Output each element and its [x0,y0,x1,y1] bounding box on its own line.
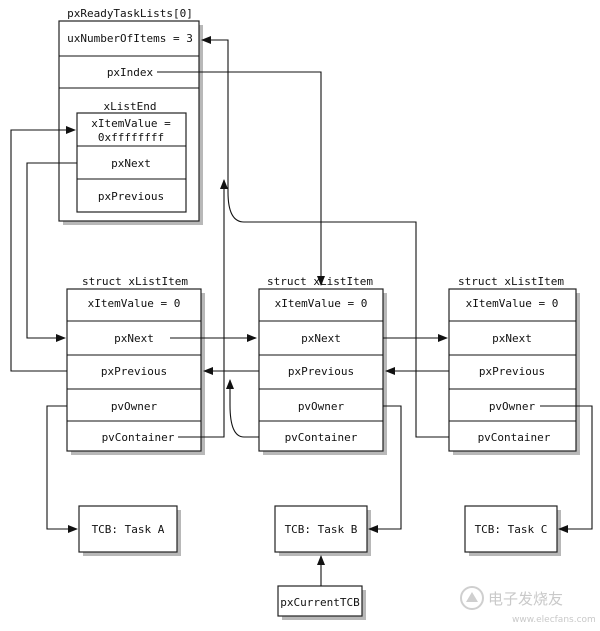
list-end: xItemValue = 0xffffffff pxNext pxPreviou… [76,112,187,213]
list-item-c: struct xListItem xItemValue = 0 pxNext p… [448,275,580,455]
list-item-b-owner: pvOwner [298,400,345,413]
list-item-b-next: pxNext [301,332,341,345]
list-item-c-next: pxNext [492,332,532,345]
watermark-logo-mark [466,592,478,602]
list-item-b-previous: pxPrevious [288,365,354,378]
item-a-owner-arrow [46,405,78,533]
px-current-tcb: pxCurrentTCB [277,585,366,620]
tcb-task-c-label: TCB: Task C [475,523,548,536]
list-item-b-container: pvContainer [285,431,358,444]
list-end-item-value: xItemValue = [91,117,171,130]
tcb-task-a: TCB: Task A [78,505,181,556]
list-item-c-container: pvContainer [478,431,551,444]
item-b-container-arrow [226,379,259,438]
item-a-container-arrow [178,179,228,438]
list-item-b-box [258,288,384,452]
tcb-task-c-box [464,505,558,553]
list-item-a-owner: pvOwner [111,400,158,413]
list-end-next-arrow [26,162,77,342]
list-item-c-box [448,288,577,452]
list-item-a-item-value: xItemValue = 0 [88,297,181,310]
px-current-tcb-box [277,585,363,617]
connectors [10,36,593,586]
watermark-logo-icon [460,586,484,610]
watermark: 电子发烧友 www.elecfans.com [460,586,596,625]
list-item-b-title: struct xListItem [267,275,373,288]
item-b-owner-arrow [368,405,402,533]
list-end-previous-field: pxPrevious [98,190,164,203]
tcb-task-b: TCB: Task B [274,505,371,556]
list-end-title: xListEnd [104,100,157,113]
list-item-c-owner: pvOwner [489,400,536,413]
list-item-c-previous: pxPrevious [479,365,545,378]
list-end-item-value-hex: 0xffffffff [98,131,164,144]
ux-number-of-items: uxNumberOfItems = 3 [67,32,193,45]
ready-task-list: pxReadyTaskLists[0] uxNumberOfItems = 3 … [58,7,203,225]
px-index-field: pxIndex [107,66,154,79]
item-c-owner-arrow [540,405,593,533]
tcb-task-b-label: TCB: Task B [285,523,358,536]
list-item-c-title: struct xListItem [458,275,564,288]
item-c-container-arrow [201,36,449,438]
list-item-b-item-value: xItemValue = 0 [275,297,368,310]
px-index-arrow [157,71,325,286]
list-item-b: struct xListItem xItemValue = 0 pxNext p… [258,275,387,455]
ready-list-title: pxReadyTaskLists[0] [67,7,193,20]
list-item-a-box [66,288,202,452]
watermark-url: www.elecfans.com [512,615,596,625]
item-a-previous-arrow [10,126,76,372]
list-item-a-next: pxNext [114,332,154,345]
tcb-task-a-label: TCB: Task A [92,523,165,536]
tcb-task-a-box [78,505,178,553]
tcb-task-c: TCB: Task C [464,505,561,556]
list-item-a-container: pvContainer [102,431,175,444]
watermark-text: 电子发烧友 [488,590,563,608]
list-item-c-item-value: xItemValue = 0 [466,297,559,310]
list-item-a: struct xListItem xItemValue = 0 pxNext p… [66,275,205,455]
px-current-tcb-label: pxCurrentTCB [280,596,360,609]
tcb-task-b-box [274,505,368,553]
list-item-a-previous: pxPrevious [101,365,167,378]
list-item-a-title: struct xListItem [82,275,188,288]
list-end-next-field: pxNext [111,157,151,170]
